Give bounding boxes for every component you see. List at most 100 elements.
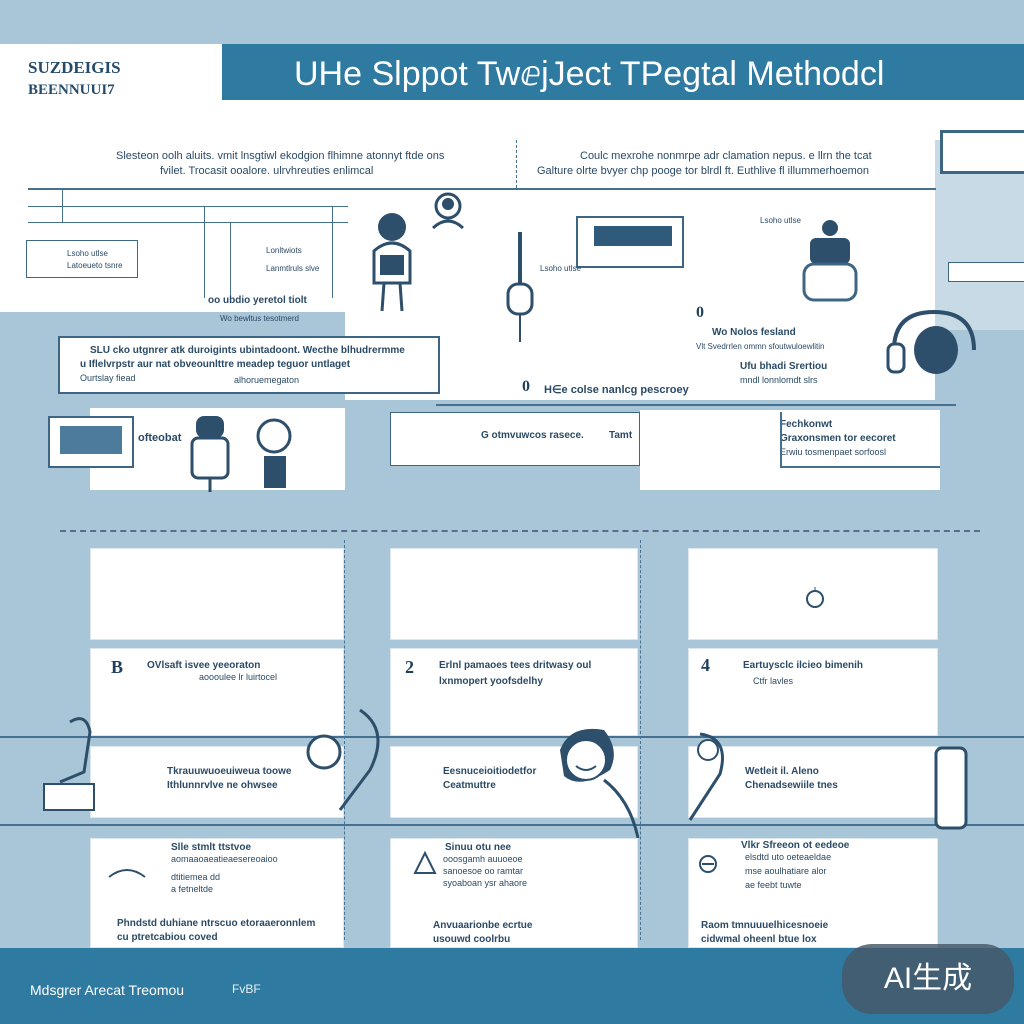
panel-b-line-1: G otmvuwcos rasece. — [481, 430, 584, 441]
top-white-band — [0, 100, 1024, 190]
headset-icon — [431, 192, 465, 230]
bottom-card-2-note-2: usouwd coolrbu — [433, 934, 511, 945]
blank-card-2 — [390, 548, 638, 640]
wide-box-line-3: Ourtslay fiead — [80, 373, 136, 383]
step-lower-card-1: Tkrauuwuoeuiweua toowe Ithlunnrvlve ne o… — [90, 746, 344, 818]
center-note: H∈e colse nanlcg pescroey — [544, 384, 689, 396]
panel-a-label: ofteobat — [138, 432, 182, 444]
mid-panel-right: Fechkonwt Graxonsmen tor eecoret Erwiu t… — [640, 410, 940, 490]
right-caption-line-1: Coulc mexrohe nonmrpe adr clamation nepu… — [580, 150, 872, 162]
pin-icon — [806, 587, 824, 608]
bottom-card-2-line-1: Sinuu otu nee — [445, 842, 512, 853]
character-edge-icon — [934, 746, 968, 830]
laptop-icon — [48, 416, 134, 468]
panel-c-line-2: Erwiu tosmenpaet sorfoosl — [780, 447, 887, 457]
flow-tick-1 — [62, 188, 63, 222]
bottom-card-3-line-2: elsdtd uto oeteaeldae — [745, 852, 832, 862]
center-connector — [436, 404, 956, 406]
bottom-card-1: Slle stmlt ttstvoe aomaaoaeatieaesereoai… — [90, 838, 344, 948]
section-separator — [60, 530, 980, 532]
wide-info-box: SLU cko utgnrer atk duroigints ubintadoo… — [58, 336, 440, 394]
right-note-line-2: Vlt Svedrrlen ommn sfoutwuloewlitin — [696, 342, 825, 351]
character-center-left-icon — [306, 708, 380, 811]
bottom-card-1-note-1: Phndstd duhiane ntrscuo etoraaeronnlem — [117, 918, 316, 929]
headphones-icon — [886, 309, 976, 374]
left-caption-line-1: Slesteon oolh aluits. vmit lnsgtiwl ekod… — [116, 150, 445, 162]
right-caption-line-2: Galture olrte bvyer chp pooge tor blrdl … — [537, 165, 869, 177]
card-2-arrow-icon — [413, 850, 437, 874]
mid-panel-center: G otmvuwcos rasece. Tamt — [390, 412, 640, 466]
flow-line-2 — [28, 222, 348, 223]
top-divider-line — [516, 140, 517, 188]
logo-line-2: BEENNUUI7 — [28, 82, 115, 98]
step-2-lower-line-2: Ceatmuttre — [443, 780, 496, 791]
tag-box-left-label-2: Latoeueto tsnre — [67, 261, 123, 270]
step-row-line-top — [0, 736, 1024, 738]
flow-tick-4 — [332, 206, 333, 298]
step-1-number: B — [111, 657, 124, 677]
character-right-icon — [688, 732, 724, 821]
bottom-card-2-line-3: sanoesoe oo ramtar — [443, 866, 524, 876]
panel-b-line-2: Tamt — [609, 430, 633, 441]
step-3-lower-line-1: Wetleit il. Aleno — [745, 766, 819, 777]
panel-c-line-1: Graxonsmen tor eecoret — [780, 433, 896, 444]
bottom-card-2-line-2: ooosgamh auuoeoe — [443, 854, 523, 864]
wide-box-line-2: u Iflelvrpstr aur nat obveounlttre meade… — [80, 359, 351, 370]
step-3-line-1: Eartuysclc ilcieo bimenih — [743, 660, 864, 671]
bottom-card-1-line-3: dtitiemea dd — [171, 872, 221, 882]
blank-card-3 — [688, 548, 938, 640]
bottle-icon — [190, 416, 230, 492]
step-card-3: 4 Eartuysclc ilcieo bimenih Ctfr lavles — [688, 648, 938, 736]
step-card-2: 2 Erlnl pamaoes tees dritwasy oul lxnmop… — [390, 648, 638, 736]
monitor-note-line-1: Lsoho utlse — [540, 264, 581, 273]
step-card-1: B OVlsaft isvee yeeoraton aoooulee lr lu… — [90, 648, 344, 736]
bottom-card-2-line-4: syoaboan ysr ahaore — [443, 878, 528, 888]
step-row-line-bottom — [0, 824, 1024, 826]
bottom-card-2-note-1: Anvuaarionbe ecrtue — [433, 920, 533, 931]
page-title: UHe Slppot TwⅇjJect TPegtal Methodcl — [294, 55, 885, 93]
panel-c-underline — [780, 466, 940, 468]
step-flow-label-1: oo ubdio yeretol tiolt — [208, 295, 307, 306]
right-note-line-3: Ufu bhadi Srertiou — [740, 361, 828, 372]
edge-device-top — [940, 130, 1024, 174]
card-3-target-icon — [699, 855, 717, 873]
bottom-card-1-line-4: a fetneltde — [171, 884, 214, 894]
monitor-screen — [594, 226, 672, 246]
bottom-card-1-note-2: cu ptretcabiou coved — [117, 932, 218, 943]
bottom-card-3-line-1: Vlkr Sfreeon ot eedeoe — [741, 840, 850, 851]
monitor-icon — [576, 216, 684, 268]
step-3-lower-line-2: Chenadsewiile tnes — [745, 780, 838, 791]
column-divider-2 — [640, 540, 641, 940]
wide-box-line-4: alhoruemegaton — [234, 375, 300, 385]
logo-line-1: SUZDEIGIS — [28, 58, 121, 77]
blank-card-1 — [90, 548, 344, 640]
character-left-icon — [43, 717, 95, 811]
left-caption-line-2: fvilet. Trocasit ooalore. ulrvhreuties e… — [160, 165, 374, 177]
step-lower-card-3: Wetleit il. Aleno Chenadsewiile tnes — [688, 746, 938, 818]
edge-device-slot — [948, 262, 1024, 282]
right-note-line-1: Wo Nolos fesland — [712, 327, 796, 338]
step-2-number: 2 — [405, 657, 414, 677]
tag-box-left: Lsoho utlse Latoeueto tsnre — [26, 240, 138, 278]
step-1-line-2: aoooulee lr luirtocel — [199, 672, 278, 682]
zero-label-b: 0 — [522, 378, 530, 395]
column-divider-1 — [344, 540, 345, 940]
person-icon — [372, 213, 412, 312]
panel-c-divider — [780, 412, 782, 466]
bottom-card-3-note-2: cidwmal oheenl btue lox — [701, 934, 817, 945]
bulb-icon — [256, 418, 292, 488]
right-note-line-4: mndl lonnlomdt slrs — [740, 375, 818, 385]
step-2-line-2: lxnmopert yoofsdelhy — [439, 676, 543, 687]
title-bar: UHe Slppot TwⅇjJect TPegtal Methodcl — [222, 44, 1024, 100]
step-3-line-2: Ctfr lavles — [753, 676, 794, 686]
bottom-card-3: Vlkr Sfreeon ot eedeoe elsdtd uto oeteae… — [688, 838, 938, 948]
wide-box-line-1: SLU cko utgnrer atk duroigints ubintadoo… — [90, 345, 405, 356]
character-face-icon — [560, 728, 640, 839]
bottom-card-3-line-4: ae feebt tuwte — [745, 880, 802, 890]
bottom-card-3-note-1: Raom tmnuuuelhicesnoeie — [701, 920, 829, 931]
bottom-card-2: Sinuu otu nee ooosgamh auuoeoe sanoesoe … — [390, 838, 638, 948]
microphone-icon — [506, 232, 534, 342]
step-1-lower-line-2: Ithlunnrvlve ne ohwsee — [167, 780, 278, 791]
ai-generated-watermark: AI生成 — [842, 944, 1014, 1014]
step-3-number: 4 — [701, 655, 710, 675]
